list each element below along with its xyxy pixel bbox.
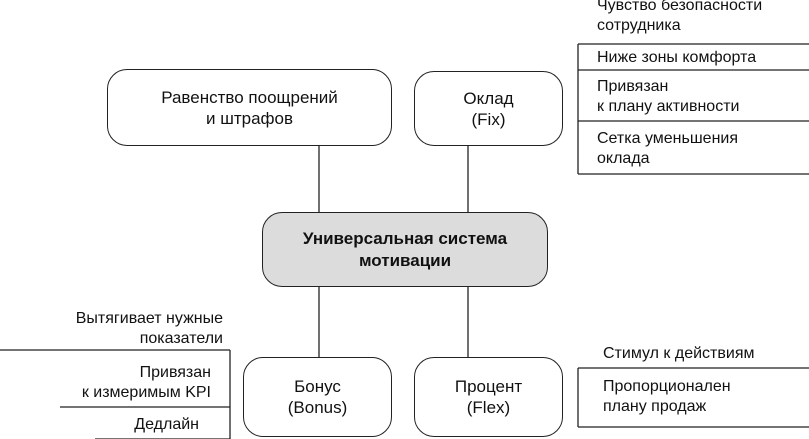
bonus-note-kpi: Привязан к измеримым KPI (81, 364, 211, 401)
bonus-note-pulls-metrics: Вытягивает нужные показатели (75, 310, 223, 347)
oklad-note-below-comfort: Ниже зоны комфорта (597, 49, 757, 66)
center-box: Универсальная система мотивации (262, 212, 548, 287)
oklad-note-security: Чувство безопасности сотрудника (597, 0, 763, 34)
percent-line2: (Flex) (466, 398, 511, 417)
center-line1: Универсальная система (302, 228, 508, 248)
equality-line2: и штрафов (205, 108, 294, 128)
percent-box: Процент (Flex) (414, 357, 563, 437)
percent-note-proportional: Пропорционален плану продаж (603, 378, 731, 415)
percent-note-stimulus: Стимул к действиям (603, 345, 755, 362)
oklad-line2: (Fix) (471, 109, 506, 129)
oklad-note-activity-plan: Привязан к плану активности (597, 78, 740, 115)
center-line2: мотивации (358, 250, 452, 270)
percent-line1: Процент (454, 377, 523, 396)
oklad-line1: Оклад (463, 88, 514, 108)
oklad-note-reduction-grid: Сетка уменьшения оклада (597, 130, 739, 167)
bonus-note-deadline: Дедлайн (134, 416, 199, 433)
oklad-box: Оклад (Fix) (414, 71, 563, 146)
equality-line1: Равенство поощрений (161, 87, 338, 107)
bonus-line2: (Bonus) (287, 398, 348, 417)
bonus-box: Бонус (Bonus) (243, 357, 392, 437)
bonus-line1: Бонус (294, 377, 341, 396)
equality-box: Равенство поощрений и штрафов (107, 69, 392, 146)
